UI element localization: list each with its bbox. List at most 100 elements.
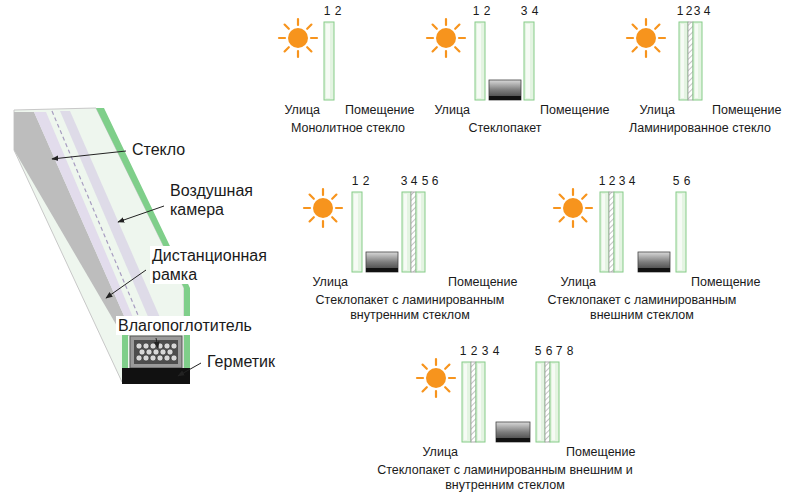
surface-number: 1 — [352, 174, 359, 188]
panel-caption: Стеклопакет с ламинированным внутренним … — [290, 293, 530, 323]
sun-ray — [445, 387, 449, 391]
sealant — [489, 96, 521, 100]
glass-highlight — [681, 24, 684, 98]
sun-symbol — [554, 189, 592, 227]
side-label: Помещение — [540, 103, 609, 118]
sun-ray — [336, 207, 342, 209]
surface-number: 5 — [535, 344, 542, 358]
surface-number: 4 — [532, 4, 539, 18]
surface-number: 6 — [432, 174, 439, 188]
surface-number: 1 — [460, 344, 467, 358]
sun-ray — [582, 195, 586, 199]
side-label: Улица — [435, 103, 471, 118]
sun-ray — [560, 217, 564, 221]
surface-number: 2 — [471, 344, 478, 358]
leader-line — [118, 206, 164, 222]
glass-pane — [324, 22, 334, 100]
surface-number: 1 — [324, 4, 331, 18]
callout-label: Дистанционная рамка — [150, 246, 280, 284]
sun-disc — [288, 28, 308, 48]
glass-pane — [550, 362, 559, 442]
sealant — [366, 268, 398, 272]
sun-ray — [655, 25, 659, 29]
sun-ray — [572, 189, 574, 195]
glass-highlight — [478, 364, 481, 440]
sun-ray — [417, 377, 423, 379]
surface-number: 2 — [484, 4, 491, 18]
surface-number: 3 — [482, 344, 489, 358]
sun-ray — [459, 37, 465, 39]
desiccant-beads — [136, 343, 177, 361]
glass-highlight — [678, 194, 682, 270]
laminate-film — [411, 192, 416, 272]
sun-ray — [322, 189, 324, 195]
sun-ray — [655, 47, 659, 51]
sealant — [638, 268, 670, 272]
desiccant — [134, 340, 178, 364]
sun-ray — [645, 51, 647, 57]
sun-ray — [572, 221, 574, 227]
callout-label: Воздушная камера — [168, 181, 268, 219]
leader-line — [156, 338, 158, 348]
sun-ray — [582, 217, 586, 221]
glass-pane — [352, 192, 362, 272]
glass-highlight — [616, 194, 619, 270]
glass-highlight — [477, 24, 481, 98]
sun-ray — [310, 217, 314, 221]
sun-ray — [332, 195, 336, 199]
glass-pane — [693, 22, 702, 100]
sun-ray — [449, 377, 455, 379]
sun-ray — [645, 19, 647, 25]
side-label: Помещение — [566, 445, 635, 460]
glass-pane — [676, 192, 686, 272]
sun-ray — [423, 365, 427, 369]
glass-pane — [475, 22, 485, 100]
panel-caption: Стеклопакет с ламинированным внешним сте… — [532, 293, 752, 323]
surface-number: 5 — [422, 174, 429, 188]
sun-ray — [435, 391, 437, 397]
sun-ray — [433, 25, 437, 29]
side-label: Помещение — [345, 103, 414, 118]
callout-label: Стекло — [130, 140, 187, 159]
surface-number: 4 — [411, 174, 418, 188]
glass-highlight — [538, 364, 541, 440]
sun-ray — [560, 195, 564, 199]
glass-pane — [402, 192, 411, 272]
glass-pane — [462, 362, 471, 442]
sun-ray — [423, 387, 427, 391]
surface-number: 7 — [556, 344, 563, 358]
glass-pane — [536, 362, 545, 442]
sun-ray — [307, 47, 311, 51]
sun-ray — [445, 51, 447, 57]
glass-highlight — [404, 194, 407, 270]
sun-ray — [435, 359, 437, 365]
sealant — [122, 368, 190, 384]
side-label: Помещение — [691, 275, 760, 290]
surface-number: 2 — [335, 4, 342, 18]
glass-highlight — [326, 24, 330, 98]
surface-number: 3 — [694, 4, 701, 18]
glazing-panel — [304, 189, 425, 272]
spacer — [638, 252, 670, 272]
glazing-panel — [427, 19, 534, 100]
glass-pane — [476, 362, 485, 442]
glass-highlight — [602, 194, 605, 270]
glazing-panel — [417, 359, 559, 442]
surface-number: 3 — [521, 4, 528, 18]
sun-symbol — [304, 189, 342, 227]
glass-pane — [679, 22, 688, 100]
leader-line — [178, 363, 201, 376]
surface-number: 4 — [493, 344, 500, 358]
side-label: Помещение — [712, 103, 781, 118]
glazing-panel — [554, 189, 686, 272]
sun-disc — [426, 368, 446, 388]
sun-disc — [636, 28, 656, 48]
frame-strip — [34, 112, 140, 334]
spacer-frame — [130, 336, 182, 368]
surface-number: 5 — [673, 174, 680, 188]
surface-number: 4 — [704, 4, 711, 18]
callout-label: Герметик — [205, 352, 277, 371]
sun-ray — [279, 37, 285, 39]
sun-ray — [445, 19, 447, 25]
